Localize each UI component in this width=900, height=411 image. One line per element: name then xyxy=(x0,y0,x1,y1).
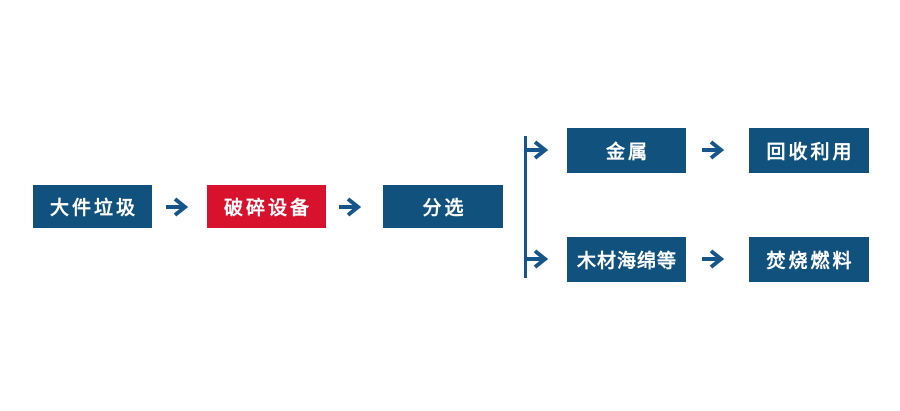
node-wood-sponge: 木材海绵等 xyxy=(567,237,686,282)
branch-connector-line xyxy=(524,136,527,278)
node-recycling: 回收利用 xyxy=(749,128,869,173)
node-incineration-fuel: 焚烧燃料 xyxy=(749,237,869,282)
branch-arrow-icon xyxy=(526,140,549,160)
branch-arrow-icon xyxy=(526,249,549,269)
node-bulky-waste: 大件垃圾 xyxy=(33,185,152,228)
node-crushing-equipment: 破碎设备 xyxy=(207,185,326,228)
node-sorting: 分选 xyxy=(383,185,503,228)
flow-arrow-icon xyxy=(166,197,189,217)
flow-arrow-icon xyxy=(702,249,725,269)
node-metal: 金属 xyxy=(567,128,686,173)
flow-arrow-icon xyxy=(702,140,725,160)
flow-arrow-icon xyxy=(339,197,362,217)
